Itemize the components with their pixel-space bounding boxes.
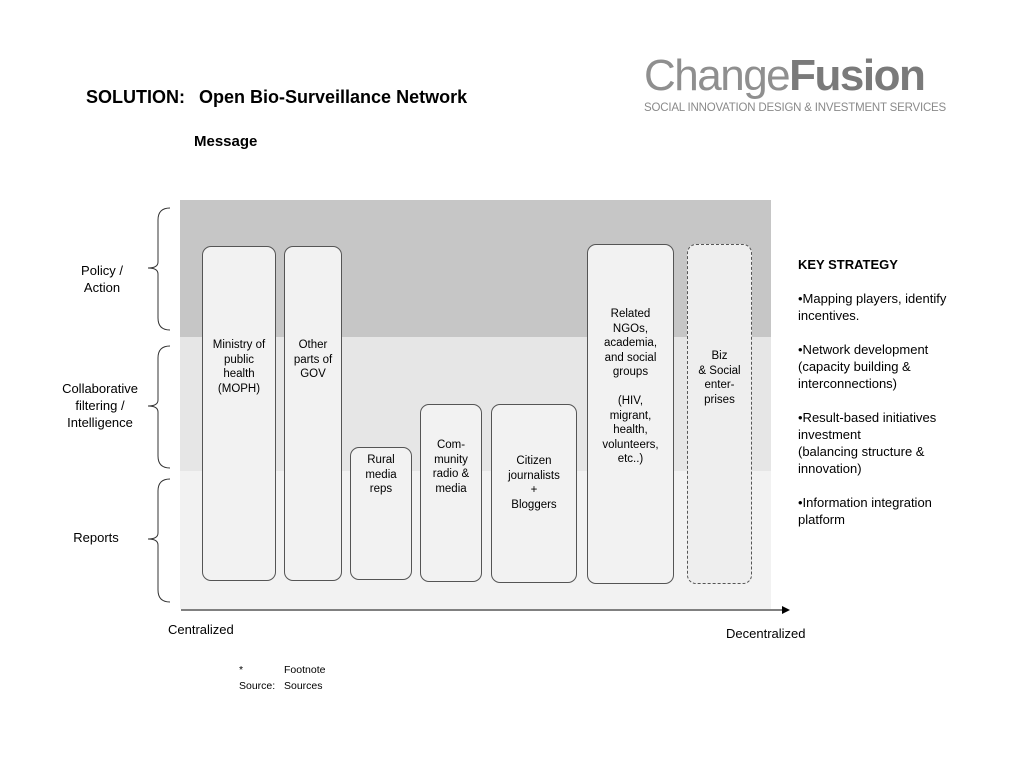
box-rural-media: Rural media reps — [350, 447, 412, 580]
source-text: Sources — [284, 680, 323, 692]
box-citizen-journalists: Citizen journalists + Bloggers — [491, 404, 577, 583]
box-biz-social-label: Biz & Social enter- prises — [698, 350, 741, 406]
strategy-item: •Information integration platform — [798, 495, 932, 527]
row-label-policy: Policy / Action — [81, 263, 123, 295]
box-other-gov-label: Other parts of GOV — [293, 339, 333, 380]
subtitle: Message — [194, 133, 258, 150]
box-community-radio: Com- munity radio & media — [420, 404, 482, 582]
box-ministry-label: Ministry of public health (MOPH) — [212, 339, 266, 395]
box-biz-social-enterprises: Biz & Social enter- prises — [687, 244, 752, 584]
title-text: Open Bio-Surveillance Network — [199, 87, 468, 107]
title-prefix: SOLUTION: — [86, 87, 186, 107]
row-label-reports: Reports — [73, 530, 119, 545]
logo-word-light: Change — [644, 51, 791, 100]
box-other-gov: Other parts of GOV — [284, 246, 342, 581]
changefusion-logo: ChangeFusion SOCIAL INNOVATION DESIGN & … — [644, 54, 964, 120]
logo-wordmark: ChangeFusion — [644, 54, 964, 98]
policy-bracket — [147, 207, 171, 331]
row-label-collaborative: Collaborative filtering / Intelligence — [62, 381, 138, 430]
logo-word-bold: Fusion — [789, 51, 926, 100]
key-strategy-panel: KEY STRATEGY •Mapping players, identify … — [798, 256, 998, 545]
key-strategy-heading: KEY STRATEGY — [798, 257, 898, 272]
collab-bracket — [147, 345, 171, 469]
box-community-radio-label: Com- munity radio & media — [432, 439, 470, 495]
slide-title: SOLUTION: Open Bio-Surveillance Network — [76, 66, 467, 108]
box-related-ngos-label: Related NGOs, academia, and social group… — [602, 308, 659, 465]
box-rural-media-label: Rural media reps — [365, 454, 397, 495]
reports-bracket — [147, 478, 171, 603]
axis-label-decentralized: Decentralized — [726, 626, 806, 641]
footnote-text: Footnote — [284, 664, 326, 676]
box-related-ngos: Related NGOs, academia, and social group… — [587, 244, 674, 584]
strategy-item: •Network development (capacity building … — [798, 342, 929, 391]
footnote-mark: * — [239, 664, 244, 676]
source-label: Source: — [239, 680, 276, 692]
box-citizen-journalists-label: Citizen journalists + Bloggers — [508, 455, 560, 511]
axis-label-centralized: Centralized — [168, 622, 234, 637]
box-ministry-of-health: Ministry of public health (MOPH) — [202, 246, 276, 581]
strategy-item: •Result-based initiatives investment (ba… — [798, 410, 937, 476]
logo-tagline: SOCIAL INNOVATION DESIGN & INVESTMENT SE… — [644, 102, 947, 114]
strategy-item: •Mapping players, identify incentives. — [798, 291, 947, 323]
axis-arrowhead — [782, 606, 790, 614]
